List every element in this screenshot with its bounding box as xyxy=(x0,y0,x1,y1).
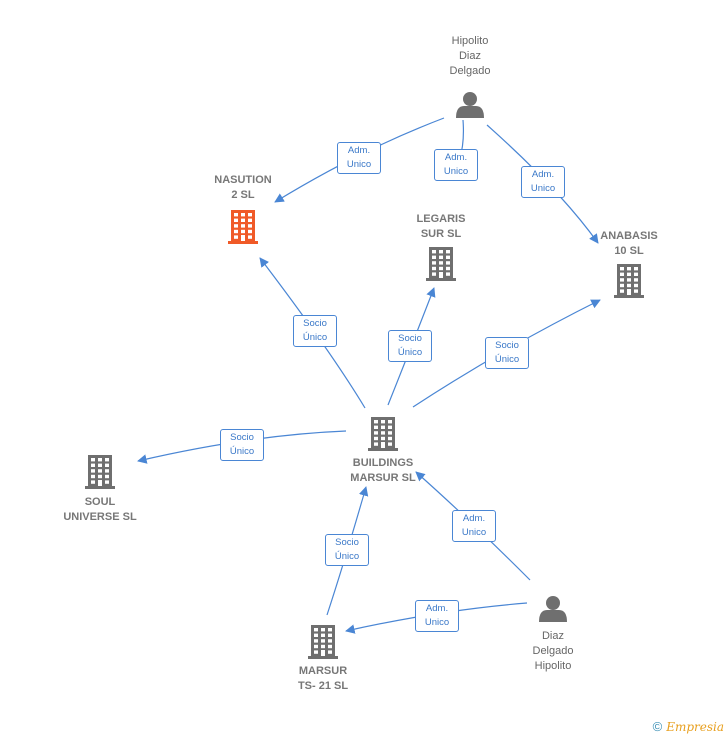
node-label-marsur[interactable]: MARSUR TS- 21 SL xyxy=(297,665,349,692)
node-label-buildings[interactable]: BUILDINGS MARSUR SL xyxy=(350,457,416,484)
edge-label-badge[interactable]: Socio Único xyxy=(325,534,369,566)
node-label-hipolito_top[interactable]: Hipolito Diaz Delgado xyxy=(449,35,491,77)
edge-label-badge[interactable]: Adm. Unico xyxy=(415,600,459,632)
building-icon[interactable] xyxy=(85,455,115,489)
building-icon[interactable] xyxy=(368,417,398,451)
icons-layer xyxy=(85,92,644,659)
edge-label-badge[interactable]: Socio Único xyxy=(293,315,337,347)
edge-label-badge[interactable]: Adm. Unico xyxy=(434,149,478,181)
edge-label-badge[interactable]: Socio Único xyxy=(220,429,264,461)
copyright-icon: © xyxy=(652,719,663,734)
building-icon[interactable] xyxy=(228,210,258,244)
building-icon[interactable] xyxy=(614,264,644,298)
node-label-nasution[interactable]: NASUTION 2 SL xyxy=(214,174,272,201)
person-icon[interactable] xyxy=(456,92,484,118)
edge-label-badge[interactable]: Adm. Unico xyxy=(452,510,496,542)
person-icon[interactable] xyxy=(539,596,567,622)
edge-label-badge[interactable]: Socio Único xyxy=(388,330,432,362)
edge-label-badge[interactable]: Adm. Unico xyxy=(337,142,381,174)
edge-label-badge[interactable]: Socio Único xyxy=(485,337,529,369)
building-icon[interactable] xyxy=(308,625,338,659)
footer: © Empresia xyxy=(653,719,724,734)
node-label-anabasis[interactable]: ANABASIS 10 SL xyxy=(600,230,658,257)
node-label-legaris[interactable]: LEGARIS SUR SL xyxy=(416,213,466,240)
node-label-diaz_bottom[interactable]: Diaz Delgado Hipolito xyxy=(532,630,574,672)
building-icon[interactable] xyxy=(426,247,456,281)
brand-logo[interactable]: Empresia xyxy=(666,719,724,734)
node-label-soul[interactable]: SOUL UNIVERSE SL xyxy=(63,496,137,523)
edge-label-badge[interactable]: Adm. Unico xyxy=(521,166,565,198)
